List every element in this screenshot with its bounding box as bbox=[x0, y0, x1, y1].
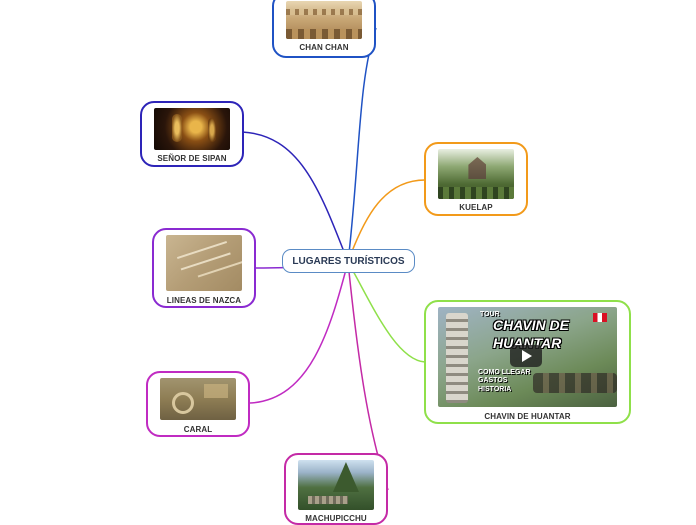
peru-flag-icon bbox=[593, 313, 607, 322]
node-label: LINEAS DE NAZCA bbox=[166, 296, 242, 305]
link-caral bbox=[249, 261, 349, 404]
node-label: CHAVIN DE HUANTAR bbox=[484, 412, 571, 421]
node-chan-chan[interactable]: CHAN CHAN bbox=[272, 0, 376, 58]
node-label: CHAN CHAN bbox=[299, 43, 349, 52]
node-label: CARAL bbox=[183, 425, 213, 434]
senor-de-sipan-image bbox=[154, 108, 230, 150]
thumbnail-subtitle-text: COMO LLEGAR GASTOS HISTORIA bbox=[478, 369, 531, 393]
node-label: KUELAP bbox=[459, 203, 493, 212]
lineas-de-nazca-image bbox=[166, 235, 242, 291]
node-label: SEÑOR DE SIPAN bbox=[157, 154, 227, 163]
thumbnail-tour-text: TOUR bbox=[480, 311, 500, 318]
node-machupicchu[interactable]: MACHUPICCHU bbox=[284, 453, 388, 525]
node-senor-de-sipan[interactable]: SEÑOR DE SIPAN bbox=[140, 101, 244, 167]
link-chavin-de-huantar bbox=[347, 261, 426, 363]
central-topic[interactable]: LUGARES TURÍSTICOS bbox=[282, 249, 415, 273]
node-caral[interactable]: CARAL bbox=[146, 371, 250, 437]
machupicchu-image bbox=[298, 460, 374, 510]
link-kuelap bbox=[347, 179, 426, 263]
chan-chan-image bbox=[286, 1, 362, 39]
play-icon[interactable] bbox=[510, 345, 542, 367]
caral-image bbox=[160, 378, 236, 420]
node-chavin-de-huantar[interactable]: TOUR CHAVIN DE HUANTAR COMO LLEGAR GASTO… bbox=[424, 300, 631, 424]
kuelap-image bbox=[438, 149, 514, 199]
node-label: MACHUPICCHU bbox=[305, 514, 367, 523]
node-kuelap[interactable]: KUELAP bbox=[424, 142, 528, 216]
central-topic-label: LUGARES TURÍSTICOS bbox=[292, 255, 405, 267]
link-senor-de-sipan bbox=[241, 131, 349, 263]
node-lineas-de-nazca[interactable]: LINEAS DE NAZCA bbox=[152, 228, 256, 308]
link-chan-chan bbox=[347, 27, 377, 263]
chavin-de-huantar-video-thumbnail[interactable]: TOUR CHAVIN DE HUANTAR COMO LLEGAR GASTO… bbox=[438, 307, 617, 407]
